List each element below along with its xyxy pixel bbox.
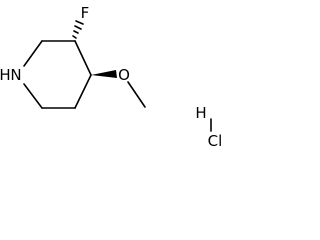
- chemical-structure-diagram: N H F O H Cl: [0, 4, 223, 150]
- bond-c6-n: [23, 83, 43, 109]
- fluorine-label: F: [81, 4, 90, 22]
- hash-line: [72, 35, 77, 39]
- oxygen-label: O: [118, 66, 130, 84]
- salt-chlorine-label: Cl: [208, 132, 223, 150]
- bond-c3-c4: [74, 40, 92, 76]
- bond-c4-c5: [74, 74, 92, 109]
- solid-wedge-bond-c4-o: [91, 70, 117, 78]
- ring-nitrogen-label: N: [10, 66, 21, 84]
- bond-n-c2: [23, 40, 43, 67]
- ring-nitrogen-hydrogen-label: H: [0, 66, 11, 84]
- hash-line: [73, 30, 79, 34]
- piperidine-ring: [23, 40, 92, 109]
- bond-o-methyl: [127, 81, 146, 108]
- salt-hydrogen-label: H: [195, 104, 206, 122]
- hash-line: [74, 25, 82, 30]
- hash-line: [75, 20, 84, 25]
- hashed-wedge-bond-c3-f: [72, 20, 84, 39]
